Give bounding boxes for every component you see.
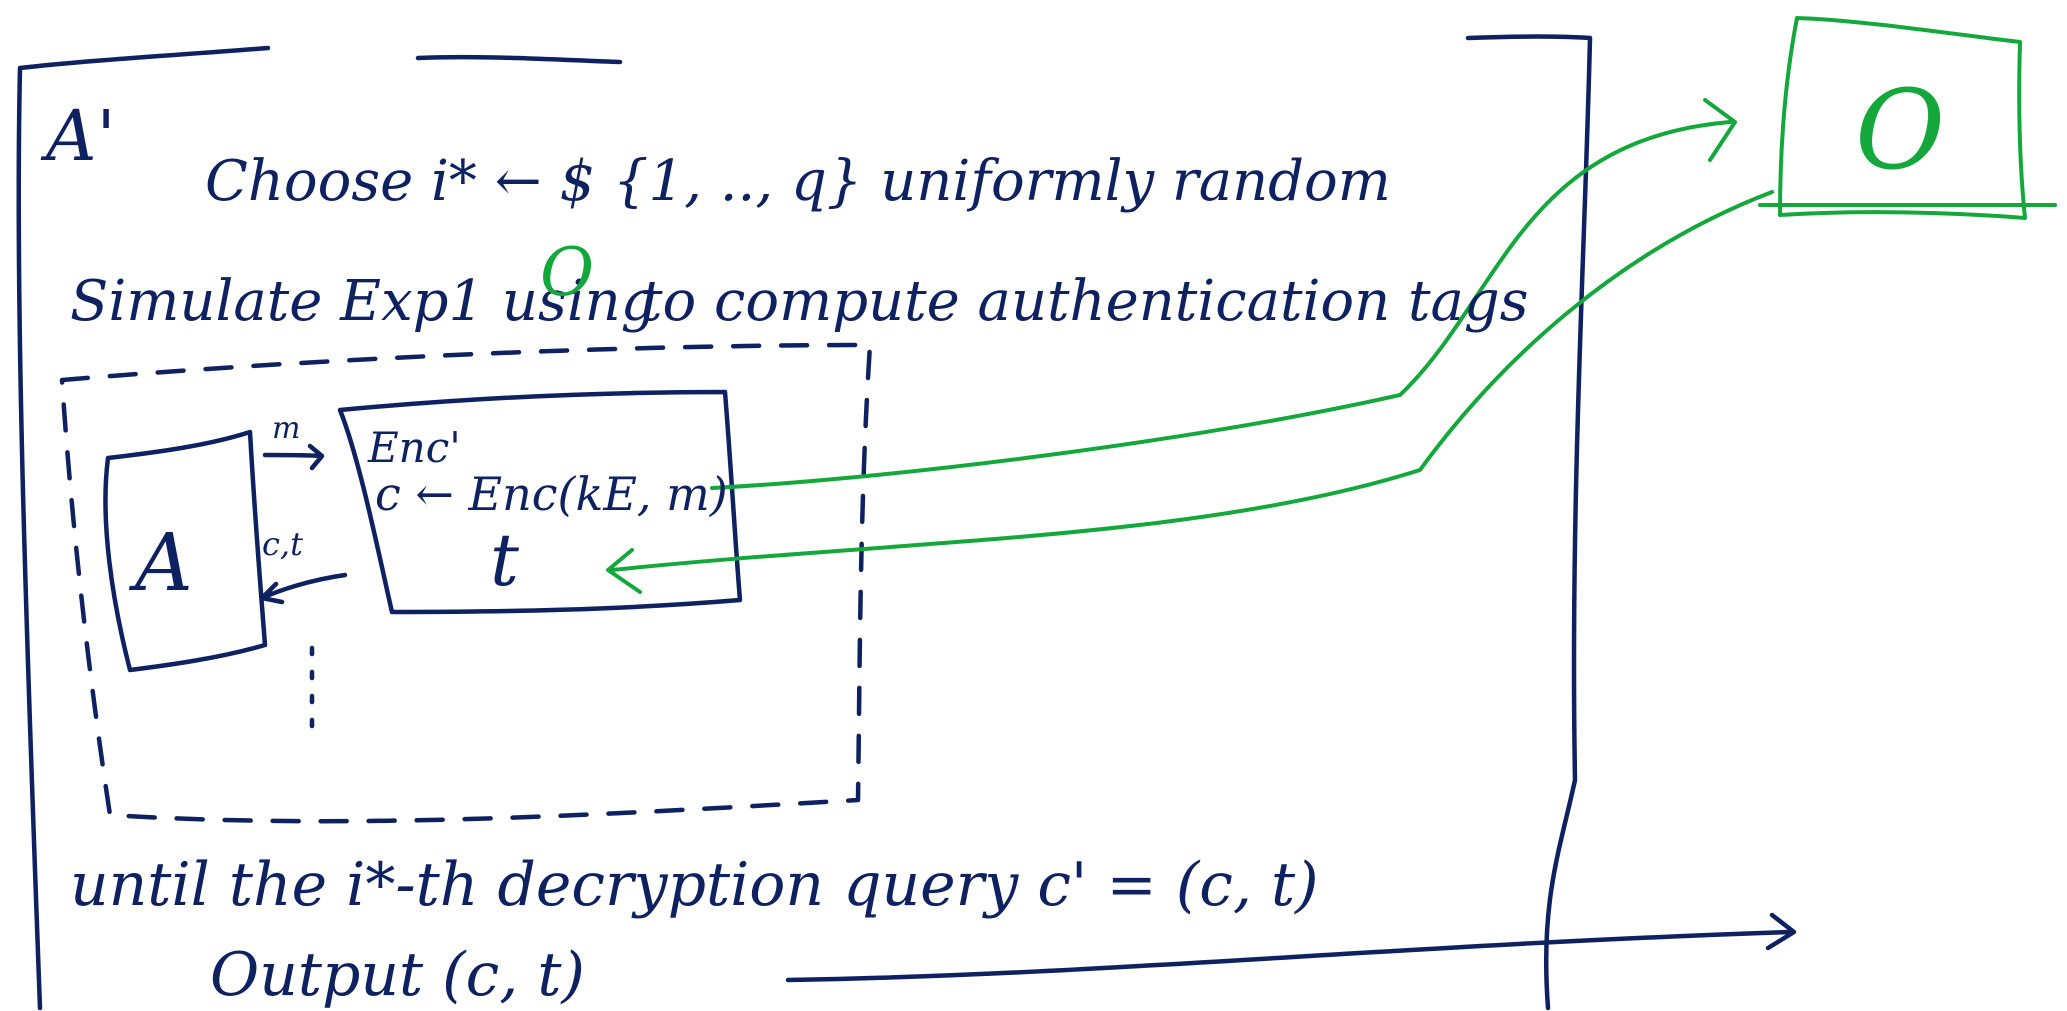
reduction-box <box>16 34 1593 1011</box>
reduction-label: A' <box>40 95 116 177</box>
oracle-box <box>1758 16 2057 220</box>
simulation-box <box>59 342 873 824</box>
oracle-query-line <box>710 98 1737 490</box>
query-label: m <box>272 411 300 446</box>
output-arrow <box>785 912 1797 983</box>
tag-symbol: t <box>490 518 520 602</box>
enc-box <box>337 389 743 615</box>
oracle-inline-symbol: O <box>540 234 594 311</box>
adversary-box <box>103 429 268 673</box>
enc-title: Enc' <box>367 423 461 472</box>
enc-line: c ← Enc(kE, m) <box>375 467 728 521</box>
oracle-symbol: O <box>1855 66 1945 194</box>
output-line: Output (c, t) <box>210 940 585 1010</box>
simulate-line-start: Simulate Exp1 using <box>70 269 657 334</box>
response-label: c,t <box>262 525 303 563</box>
choose-line: Choose i* ← $ {1, .., q} uniformly rando… <box>205 149 1391 214</box>
oracle-answer-line <box>606 190 1774 594</box>
adversary-label: A <box>128 516 193 609</box>
query-arrow <box>262 443 325 471</box>
until-line: until the i*-th decryption query c' = (c… <box>70 850 1319 920</box>
simulate-line-end: to compute authentication tags <box>640 269 1528 334</box>
response-arrow <box>259 572 348 605</box>
